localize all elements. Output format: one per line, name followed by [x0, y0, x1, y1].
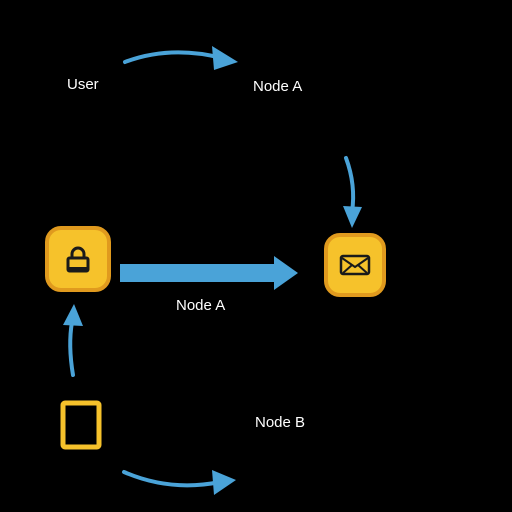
arrowhead-tablet-to-lock — [63, 304, 83, 326]
arrow-tablet-to-node-b — [122, 470, 222, 488]
tablet-icon — [60, 400, 102, 450]
arrowhead-tablet-to-node-b — [212, 470, 236, 495]
arrow-lock-to-mail-shaft — [120, 264, 276, 282]
label-node-a-top: Node A — [253, 78, 303, 95]
mail-icon — [339, 253, 371, 277]
label-node-b: Node B — [255, 414, 306, 431]
arrowhead-node-a-to-mail — [343, 206, 362, 228]
label-node-a-middle: Node A — [176, 297, 226, 314]
tablet-tile[interactable] — [60, 400, 102, 450]
arrow-lock-to-mail-head — [274, 256, 298, 290]
arrow-tablet-to-lock — [68, 320, 75, 377]
lock-tile[interactable] — [45, 226, 111, 292]
lock-icon — [62, 243, 94, 275]
label-user: User — [67, 76, 99, 93]
arrow-user-to-node-a — [123, 50, 224, 64]
arrow-node-a-to-mail — [344, 156, 356, 214]
mail-tile[interactable] — [324, 233, 386, 297]
arrowhead-user-to-node-a — [212, 46, 238, 70]
